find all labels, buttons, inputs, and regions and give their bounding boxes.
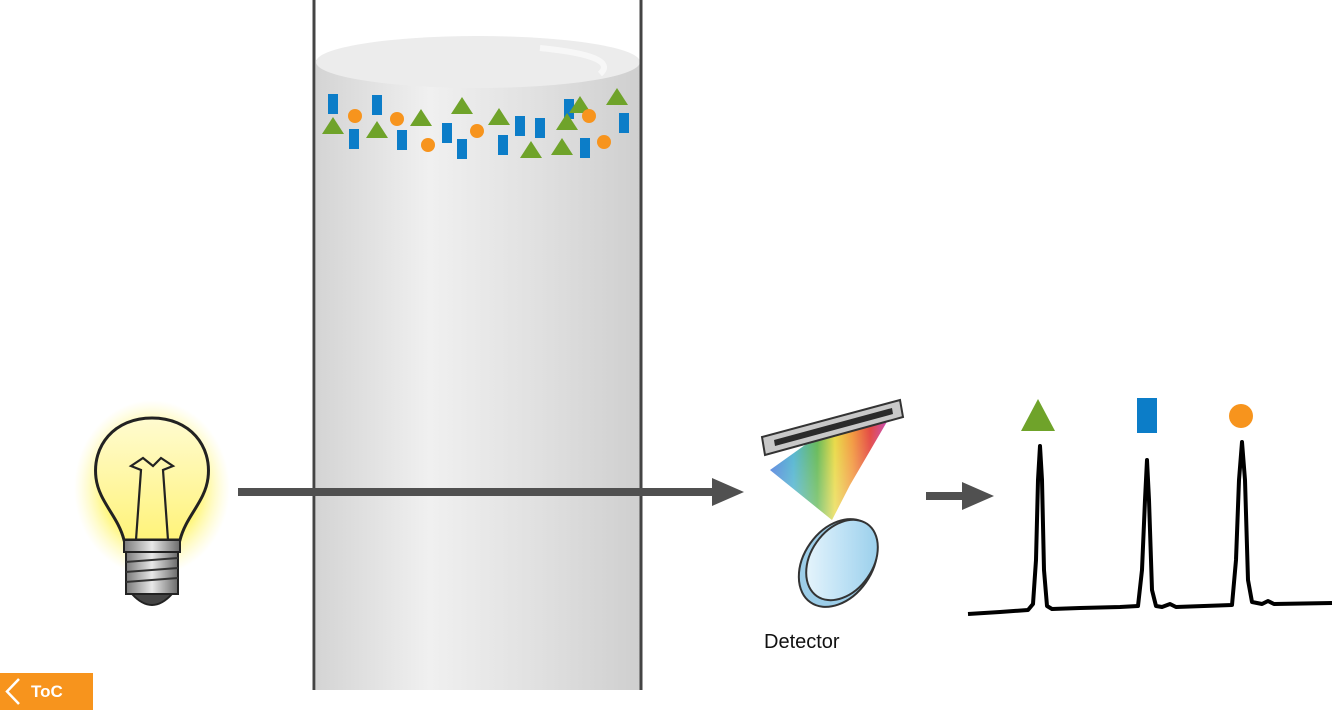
detector-icon: Detector: [760, 398, 905, 653]
molecule-triangle: [520, 141, 542, 158]
molecule-triangle: [488, 108, 510, 125]
molecule-rectangle: [564, 99, 574, 119]
toc-label: ToC: [31, 682, 63, 701]
molecule-rectangle: [372, 95, 382, 115]
molecule-circle: [582, 109, 596, 123]
diffraction-grating: [760, 398, 905, 457]
molecule-triangle: [569, 96, 591, 113]
molecule-circle: [390, 112, 404, 126]
molecule-rectangle: [498, 135, 508, 155]
molecule-rectangle: [580, 138, 590, 158]
molecule-rectangle: [397, 130, 407, 150]
molecule-triangle: [606, 88, 628, 105]
molecule-rectangle: [515, 116, 525, 136]
molecule-rectangle: [535, 118, 545, 138]
chromatogram-trace: [967, 440, 1333, 616]
toc-button[interactable]: ToC: [0, 673, 93, 710]
peak-rectangle-marker: [1137, 398, 1157, 433]
molecule-rectangle: [442, 123, 452, 143]
molecule-circle: [348, 109, 362, 123]
light-bulb-icon: [74, 400, 230, 606]
chevron-left-icon: [5, 678, 20, 705]
molecule-triangle: [366, 121, 388, 138]
molecule-triangle: [451, 97, 473, 114]
molecule-triangle: [410, 109, 432, 126]
molecule-rectangle: [619, 113, 629, 133]
signal-arrow: [926, 482, 994, 510]
light-path-arrow: [238, 478, 744, 506]
molecule-rectangle: [457, 139, 467, 159]
molecule-circle: [470, 124, 484, 138]
molecule-triangle: [322, 117, 344, 134]
peak-circle-marker: [1229, 404, 1253, 428]
molecule-rectangle: [328, 94, 338, 114]
molecule-circle: [597, 135, 611, 149]
detector-label: Detector: [764, 631, 840, 653]
sample-molecule-band: [322, 88, 629, 159]
chromatography-column: [312, 0, 643, 690]
molecule-rectangle: [349, 129, 359, 149]
chromatogram: [967, 398, 1333, 616]
peak-triangle-marker: [1021, 399, 1055, 431]
detector-lens: [797, 518, 879, 608]
molecule-circle: [421, 138, 435, 152]
molecule-triangle: [556, 113, 578, 130]
molecule-triangle: [551, 138, 573, 155]
